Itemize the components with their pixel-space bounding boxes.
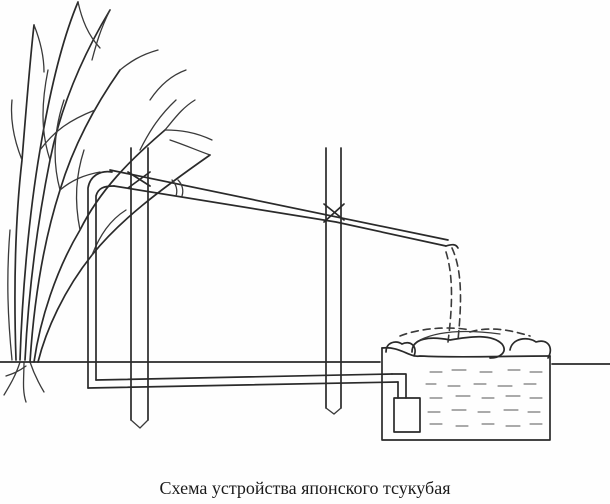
bamboo-plant [3,1,213,403]
support-post-right [325,147,342,415]
water-basin [381,327,552,441]
bamboo-pipe [109,169,459,249]
supply-pipe [87,170,407,399]
diagram-caption: Схема устройства японского тсукубая [159,478,451,498]
water-stream [445,247,462,343]
support-post-left [130,147,149,429]
ground-line [0,361,610,365]
